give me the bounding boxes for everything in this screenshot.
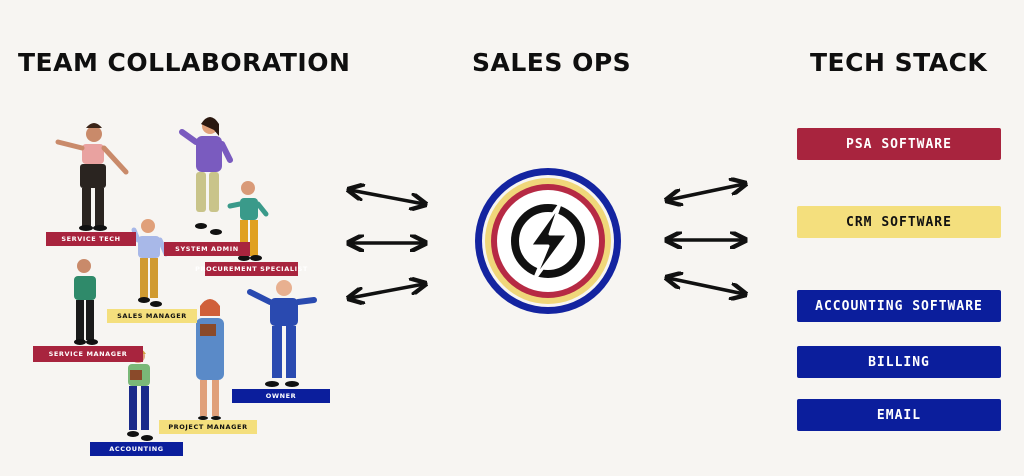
tech-stack-psa-software: PSA SOFTWARE — [797, 128, 1001, 160]
team-collaboration-heading: TEAM COLLABORATION — [18, 48, 351, 77]
sales-ops-heading: SALES OPS — [472, 48, 632, 77]
tech-stack-email: EMAIL — [797, 399, 1001, 431]
role-tag-service-tech: SERVICE TECH — [46, 232, 136, 246]
person-figure-sales-manager — [131, 219, 169, 307]
role-tag-owner: OWNER — [232, 389, 330, 403]
role-tag-project-manager: PROJECT MANAGER — [159, 420, 257, 434]
double-arrow-left-3 — [350, 284, 424, 298]
sales-ops-hub-logo-icon — [475, 168, 621, 314]
tech-stack-billing: BILLING — [797, 346, 1001, 378]
double-arrow-right-3 — [668, 278, 744, 294]
tech-stack-heading: TECH STACK — [810, 48, 988, 77]
person-figure-owner — [247, 280, 317, 387]
team-figures — [55, 117, 317, 441]
role-tag-accounting: ACCOUNTING — [90, 442, 183, 456]
person-figure-system-admin — [179, 117, 233, 235]
role-tag-service-manager: SERVICE MANAGER — [33, 346, 143, 362]
tech-stack-crm-software: CRM SOFTWARE — [797, 206, 1001, 238]
double-arrow-left-1 — [350, 190, 424, 204]
tech-stack-accounting-software: ACCOUNTING SOFTWARE — [797, 290, 1001, 322]
role-tag-sales-manager: SALES MANAGER — [107, 309, 197, 323]
double-arrow-right-1 — [668, 184, 744, 200]
person-figure-project-manager — [196, 299, 224, 420]
person-figure-service-tech — [55, 123, 129, 231]
person-figure-service-manager — [74, 259, 98, 345]
person-figure-procurement-specialist — [227, 181, 269, 261]
role-tag-system-admin: SYSTEM ADMIN — [164, 242, 250, 256]
role-tag-procurement-specialist: PROCUREMENT SPECIALIST — [195, 262, 307, 276]
